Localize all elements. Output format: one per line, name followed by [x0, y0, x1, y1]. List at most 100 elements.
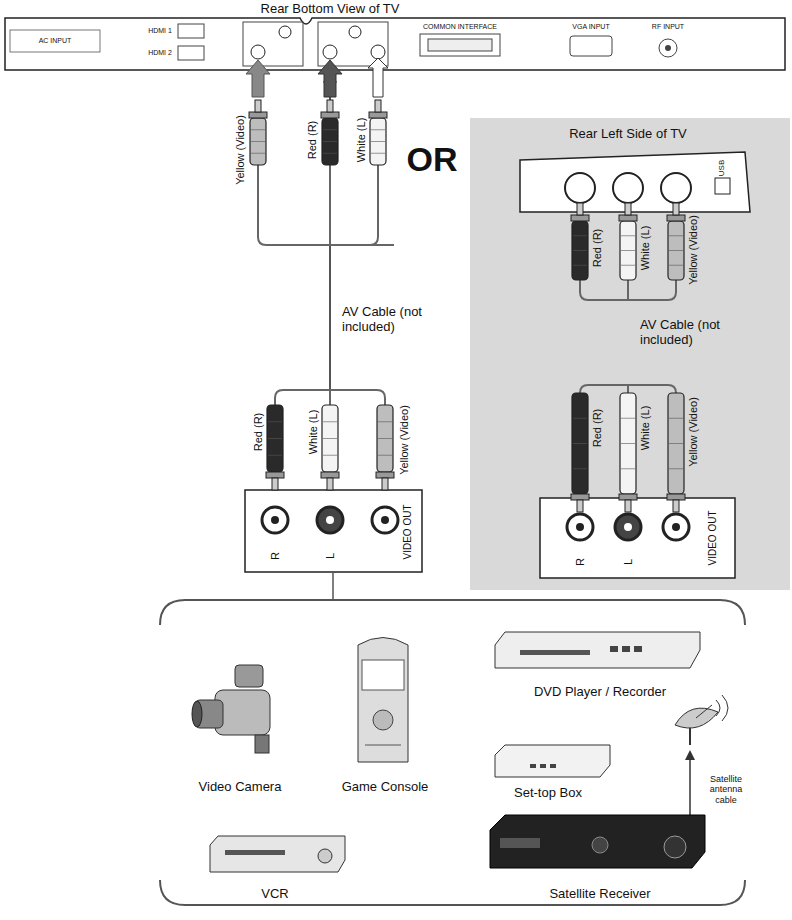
plug-stroke: [573, 443, 587, 444]
plug-stroke: [669, 418, 683, 419]
plug-stroke: [667, 494, 685, 500]
rca-plug: [668, 393, 684, 494]
plug-stroke: [571, 215, 589, 221]
node-text: R: [269, 552, 282, 560]
plug-stroke: [323, 455, 337, 456]
node-text: R: [574, 558, 587, 566]
vcr: [210, 836, 345, 872]
rca-plug: [377, 405, 393, 472]
side-region: [470, 118, 790, 590]
cable-caption: AV Cable (not included): [342, 305, 454, 335]
cable-label: Red (R): [591, 409, 604, 448]
rca-plug: [668, 221, 684, 280]
node-text: VIDEO OUT: [707, 510, 719, 565]
game-console: [358, 638, 408, 763]
plug-stroke: [378, 455, 392, 456]
node-text: Rear Bottom View of TV: [261, 2, 400, 17]
plug-stroke: [321, 112, 339, 118]
plug-stroke: [625, 500, 631, 512]
plug-stroke: [371, 153, 385, 154]
rca-plug: [267, 405, 283, 472]
device-output-panel: RLVIDEO OUT: [245, 490, 422, 572]
cable-caption: AV Cable (not included): [640, 318, 752, 348]
video-camera: [192, 665, 270, 753]
rca-plug: [572, 221, 588, 280]
plug-stroke: [323, 129, 337, 130]
rca-plug: [572, 393, 588, 494]
plug-stroke: [669, 250, 683, 251]
plug-stroke: [673, 500, 679, 512]
plug-stroke: [266, 472, 284, 478]
node-text: USB: [717, 160, 726, 176]
plug-stroke: [268, 455, 282, 456]
plug-stroke: [327, 100, 333, 112]
port-label: HDMI 2: [148, 49, 172, 57]
plug-stroke: [327, 478, 333, 490]
plug-stroke: [619, 215, 637, 221]
plug-stroke: [573, 265, 587, 266]
plug-stroke: [378, 438, 392, 439]
side-tv-panel: [520, 152, 750, 212]
tv-panel: [5, 18, 785, 70]
rca-plug: [620, 221, 636, 280]
plug-stroke: [667, 215, 685, 221]
dvd-player: [495, 632, 700, 668]
device-output-panel: R L VIDEO OUT: [540, 498, 735, 578]
cable-label: Yellow (Video): [687, 397, 700, 467]
cable-label: Yellow (Video): [398, 405, 411, 475]
plug-stroke: [669, 235, 683, 236]
port-label: COMMON INTERFACE: [423, 23, 497, 31]
cable-label: Yellow (Video): [687, 215, 700, 285]
port-label: AC INPUT: [39, 37, 72, 45]
plug-stroke: [268, 421, 282, 422]
rca-plug: [620, 393, 636, 494]
port-label: Satellite antenna cable: [700, 774, 752, 805]
rca-plug: [322, 405, 338, 472]
plug-stroke: [369, 112, 387, 118]
device-caption: VCR: [261, 887, 288, 902]
plug-stroke: [669, 468, 683, 469]
node-text: VIDEO OUT: [402, 504, 414, 559]
plug-stroke: [669, 443, 683, 444]
port-label: VGA INPUT: [572, 23, 609, 31]
plug-stroke: [255, 100, 261, 112]
plug-stroke: [272, 478, 278, 490]
device-caption: Satellite Receiver: [549, 887, 650, 902]
cable-label: Red (R): [591, 229, 604, 268]
device-caption: Video Camera: [199, 780, 282, 795]
rca-plug: [322, 118, 338, 165]
rca-plug: [250, 118, 266, 165]
plug-stroke: [321, 472, 339, 478]
cable-label: Red (R): [252, 413, 265, 452]
plug-stroke: [621, 235, 635, 236]
plug-stroke: [669, 265, 683, 266]
plug-stroke: [323, 438, 337, 439]
node-text: L: [622, 559, 635, 565]
device-caption: Game Console: [342, 780, 429, 795]
plug-stroke: [621, 250, 635, 251]
plug-stroke: [251, 129, 265, 130]
plug-stroke: [577, 500, 583, 512]
device-caption: Set-top Box: [514, 786, 582, 801]
plug-stroke: [251, 141, 265, 142]
plug-stroke: [378, 421, 392, 422]
device-caption: DVD Player / Recorder: [534, 685, 666, 700]
plug-stroke: [249, 112, 267, 118]
plug-stroke: [268, 438, 282, 439]
plug-stroke: [375, 100, 381, 112]
plug-stroke: [577, 203, 583, 215]
plug-stroke: [323, 141, 337, 142]
plug-stroke: [673, 203, 679, 215]
cable-label: White (L): [639, 406, 652, 451]
plug-stroke: [573, 418, 587, 419]
cable-label: White (L): [639, 226, 652, 271]
device-caption: OR: [407, 140, 458, 179]
plug-stroke: [371, 129, 385, 130]
set-top-box: [495, 745, 610, 777]
plug-stroke: [323, 421, 337, 422]
plug-stroke: [621, 265, 635, 266]
side-tv-panel: USB: [520, 152, 750, 212]
port-label: HDMI 1: [148, 27, 172, 35]
cable-label: Yellow (Video): [234, 115, 247, 185]
plug-stroke: [619, 494, 637, 500]
